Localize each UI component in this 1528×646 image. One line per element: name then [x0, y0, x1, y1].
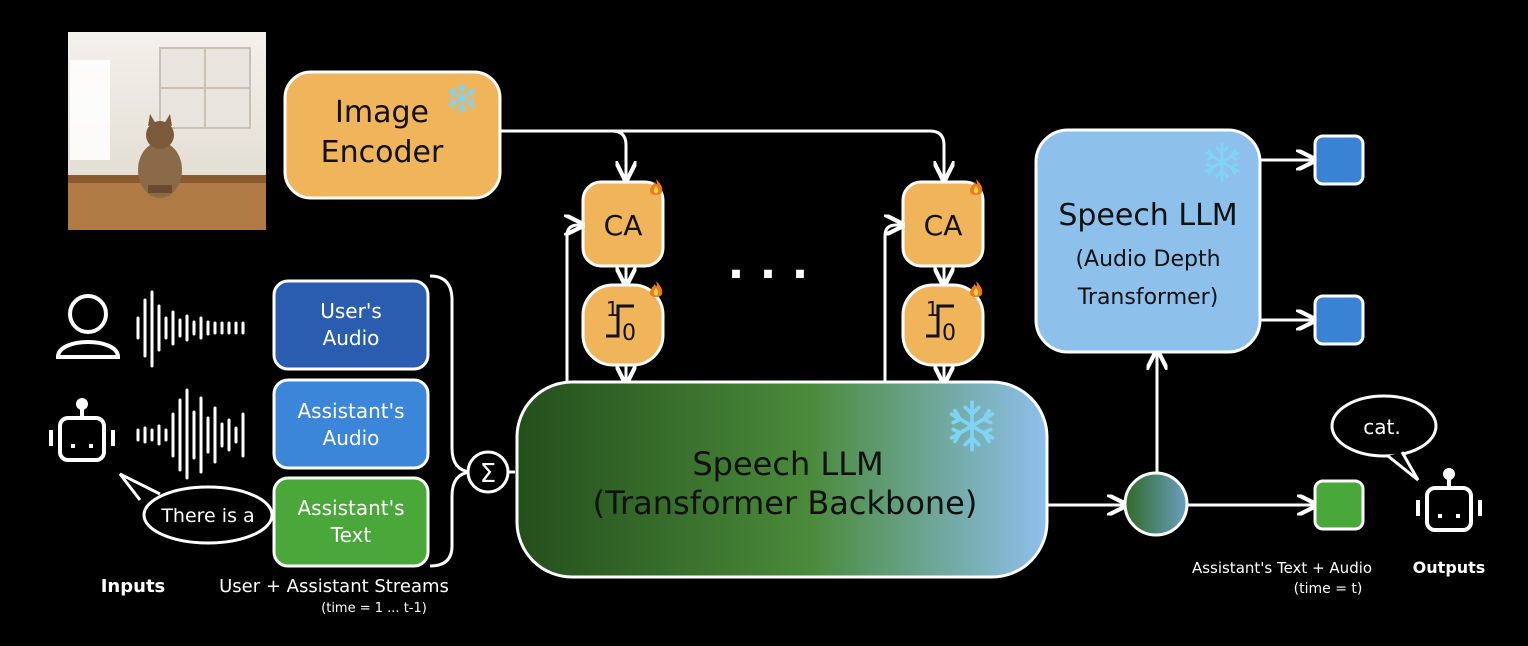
depth-label-line3: Transformer): [1077, 285, 1219, 310]
ellipsis: . . .: [728, 238, 809, 289]
depth-label-line1: Speech LLM: [1058, 198, 1237, 233]
stream-user-audio-line2: Audio: [323, 326, 380, 350]
image-encoder-label-line2: Encoder: [321, 135, 444, 170]
input-bubble-text: There is a: [160, 505, 254, 527]
backbone-label-line1: Speech LLM: [692, 445, 883, 483]
backbone-label-line2: (Transformer Backbone): [593, 484, 978, 522]
stream-assistant-audio-line2: Audio: [323, 426, 380, 450]
output-text-token: [1313, 479, 1365, 531]
stream-user-audio: User's Audio: [272, 279, 430, 371]
gate-bottom-2: 0: [942, 321, 956, 346]
stream-assistant-text: Assistant's Text: [272, 476, 430, 568]
image-encoder-block: Image Encoder: [283, 70, 502, 200]
gate-top-2: 1: [926, 297, 939, 321]
stream-assistant-audio: Assistant's Audio: [272, 378, 430, 470]
photo-cat-image: [68, 32, 266, 230]
stream-user-audio-line1: User's: [320, 299, 382, 323]
flame-icon: [649, 179, 663, 195]
output-audio-token-2: [1313, 294, 1365, 346]
stream-assistant-audio-line1: Assistant's: [297, 399, 404, 423]
outputs-caption-time: (time = t): [1294, 581, 1363, 597]
waveform-icon: [136, 290, 245, 368]
stream-assistant-text-line1: Assistant's: [297, 496, 404, 520]
output-bubble-text: cat.: [1363, 415, 1400, 439]
sigma-icon: Σ: [466, 450, 510, 494]
depth-label-line2: (Audio Depth: [1075, 247, 1220, 272]
cross-attention-block-1: CA: [581, 179, 665, 268]
transformer-backbone-block: Speech LLM (Transformer Backbone): [515, 380, 1049, 579]
inputs-caption-bold: Inputs: [101, 576, 166, 597]
stream-brace: [429, 274, 471, 568]
outputs-caption-bold: Outputs: [1413, 558, 1486, 577]
combine-node: [1123, 471, 1189, 537]
user-icon: [55, 294, 121, 359]
cross-attention-block-2: CA: [901, 179, 985, 268]
output-speech-bubble: cat.: [1330, 394, 1438, 482]
flame-icon: [969, 281, 983, 297]
gate-top-1: 1: [606, 297, 619, 321]
input-speech-bubble: There is a: [118, 472, 274, 545]
stream-assistant-text-line2: Text: [330, 523, 372, 547]
gate-block-2: 1 0: [901, 281, 985, 367]
flame-icon: [649, 281, 663, 297]
gate-bottom-1: 0: [622, 321, 636, 346]
image-encoder-label-line1: Image: [335, 95, 429, 130]
waveform-icon: [136, 388, 245, 480]
encoder-connections: [500, 129, 944, 178]
ca-label-2: CA: [924, 209, 963, 242]
inputs-caption-time: (time = 1 ... t-1): [321, 601, 427, 616]
inputs-caption-text: User + Assistant Streams: [219, 576, 449, 597]
gate-block-1: 1 0: [581, 281, 665, 367]
ca-label-1: CA: [604, 209, 643, 242]
audio-depth-transformer-block: Speech LLM (Audio Depth Transformer): [1034, 128, 1262, 354]
robot-icon: [1416, 468, 1482, 532]
flame-icon: [969, 179, 983, 195]
output-audio-token-1: [1313, 134, 1365, 186]
outputs-caption-text: Assistant's Text + Audio: [1192, 559, 1372, 577]
sigma-symbol: Σ: [480, 459, 496, 489]
robot-icon: [49, 398, 115, 462]
